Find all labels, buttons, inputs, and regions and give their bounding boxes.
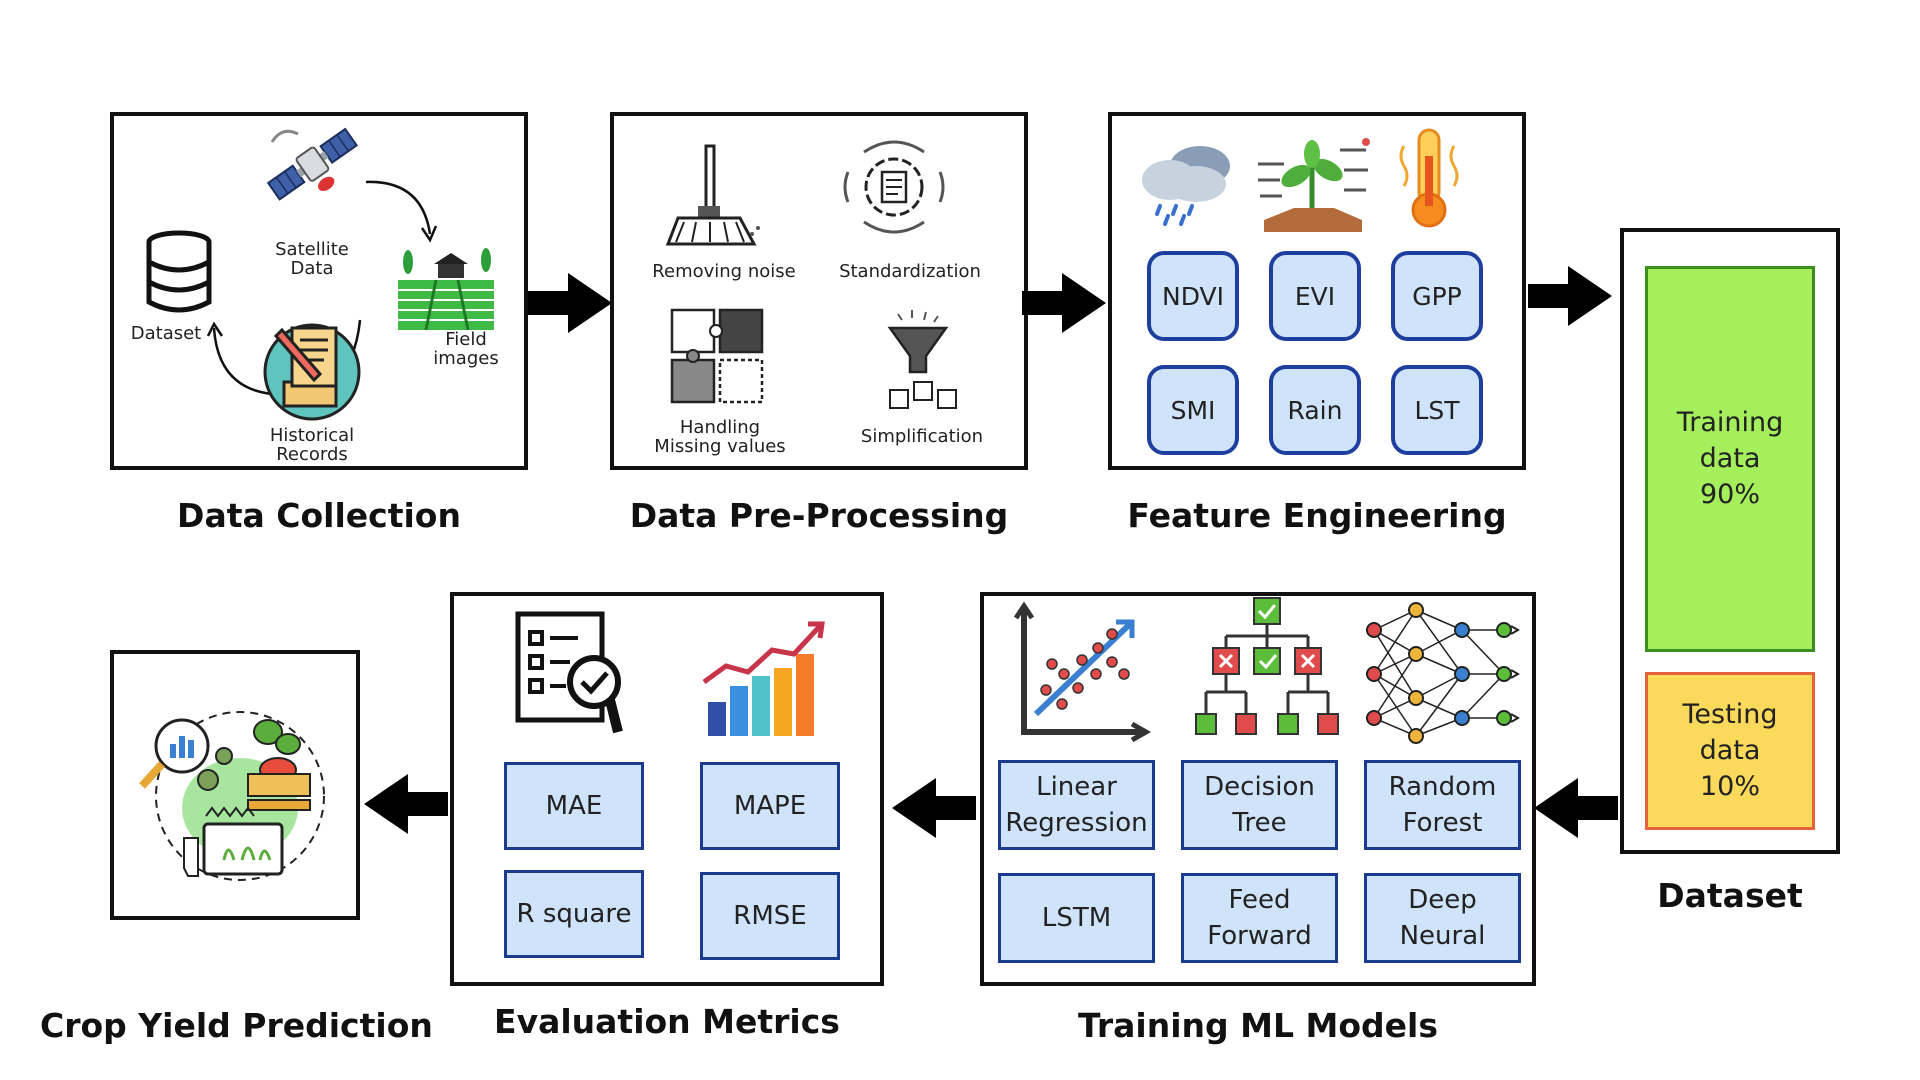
feature-ndvi: NDVI <box>1147 251 1239 341</box>
metric-r-square: R square <box>504 870 644 958</box>
model-lstm: LSTM <box>998 873 1155 963</box>
evaluation-metrics-title: Evaluation Metrics <box>494 1002 840 1041</box>
arrow-left-1 <box>1534 778 1618 838</box>
data-collection-title: Data Collection <box>177 496 461 535</box>
model-random-forest: Random Forest <box>1364 760 1521 850</box>
historical-records-label: Historical Records <box>269 425 355 465</box>
checklist-search-icon <box>515 611 623 734</box>
arrow-right-3 <box>1528 266 1612 326</box>
bar-trend-chart-icon <box>702 621 825 736</box>
broom-icon <box>665 144 760 246</box>
curved-arrow-icon <box>365 180 438 243</box>
metric-rmse: RMSE <box>700 872 840 960</box>
testing-data-box: Testing data 10% <box>1645 672 1815 830</box>
puzzle-icon <box>670 308 764 404</box>
feature-smi: SMI <box>1147 365 1239 455</box>
field-images-label: Field images <box>433 329 499 369</box>
decision-tree-icon <box>1195 597 1339 735</box>
model-deep-neural: Deep Neural <box>1364 873 1521 963</box>
standardization-label: Standardization <box>839 261 981 282</box>
thermometer-icon <box>1399 128 1459 228</box>
feature-gpp: GPP <box>1391 251 1483 341</box>
arrow-right-2 <box>1022 273 1106 333</box>
model-linear-regression: Linear Regression <box>998 760 1155 850</box>
training-models-title: Training ML Models <box>1078 1006 1438 1045</box>
satellite-icon <box>266 127 359 201</box>
feature-engineering-title: Feature Engineering <box>1127 496 1507 535</box>
dataset-title: Dataset <box>1657 876 1803 915</box>
plant-tech-icon <box>1258 138 1370 232</box>
neural-network-icon <box>1366 602 1521 744</box>
simplification-label: Simplification <box>860 426 984 447</box>
smart-farming-icon <box>139 711 325 881</box>
data-preprocessing-title: Data Pre-Processing <box>629 496 1009 535</box>
satellite-data-label: Satellite Data <box>275 239 349 279</box>
data-preprocessing-panel <box>610 112 1028 470</box>
field-icon <box>398 248 494 331</box>
feature-rain: Rain <box>1269 365 1361 455</box>
model-feed-forward: Feed Forward <box>1181 873 1338 963</box>
regression-chart-icon <box>1013 601 1152 743</box>
training-data-box: Training data 90% <box>1645 266 1815 652</box>
standardization-gear-icon <box>843 140 945 234</box>
metric-mape: MAPE <box>700 762 840 850</box>
crop-yield-prediction-title: Crop Yield Prediction <box>40 1006 433 1045</box>
funnel-icon <box>887 310 957 409</box>
model-decision-tree: Decision Tree <box>1181 760 1338 850</box>
rain-cloud-icon <box>1142 146 1230 226</box>
dataset-source-label: Dataset <box>130 323 202 344</box>
metric-mae: MAE <box>504 762 644 850</box>
database-icon <box>146 230 212 313</box>
historical-records-icon <box>263 323 361 421</box>
handling-missing-values-label: Handling Missing values <box>654 417 786 457</box>
arrow-left-2 <box>892 778 976 838</box>
removing-noise-label: Removing noise <box>652 261 796 282</box>
arrow-right-1 <box>528 273 612 333</box>
feature-lst: LST <box>1391 365 1483 455</box>
arrow-left-3 <box>364 774 448 834</box>
feature-evi: EVI <box>1269 251 1361 341</box>
